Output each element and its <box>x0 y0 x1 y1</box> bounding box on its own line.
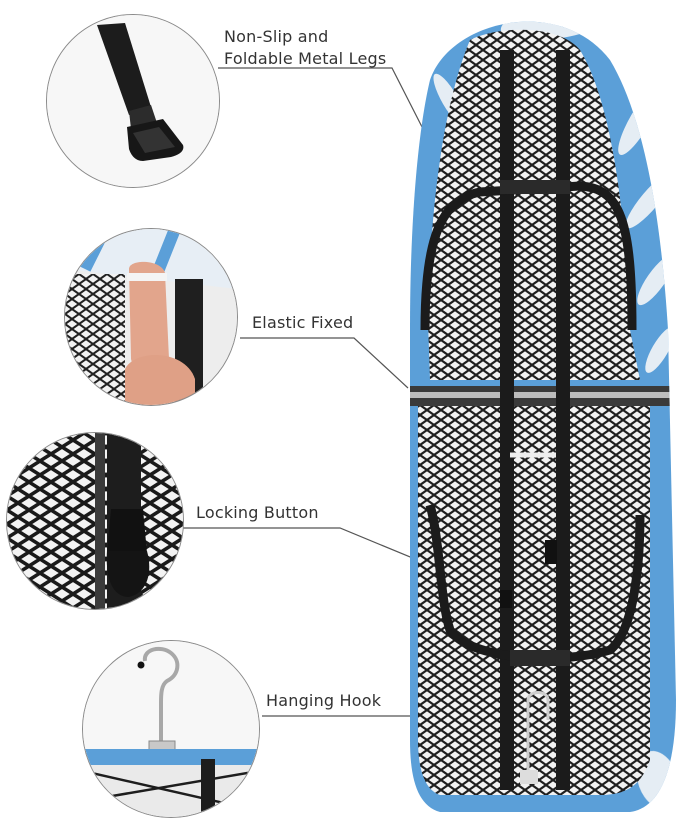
hook-label: Hanging Hook <box>266 691 382 710</box>
legs-detail-circle <box>46 14 220 188</box>
hook-detail-circle <box>82 640 260 818</box>
thumb-strap-icon <box>65 229 237 405</box>
elastic-detail-circle <box>64 228 238 406</box>
locking-detail-circle <box>6 432 184 610</box>
hanger-hook-icon <box>83 641 259 817</box>
lock-clip-icon <box>7 433 183 609</box>
rubber-foot-icon <box>47 15 219 187</box>
locking-label: Locking Button <box>196 503 319 522</box>
elastic-label: Elastic Fixed <box>252 313 354 332</box>
leader-elastic <box>240 337 409 389</box>
legs-label: Non-Slip and Foldable Metal Legs <box>224 27 387 68</box>
